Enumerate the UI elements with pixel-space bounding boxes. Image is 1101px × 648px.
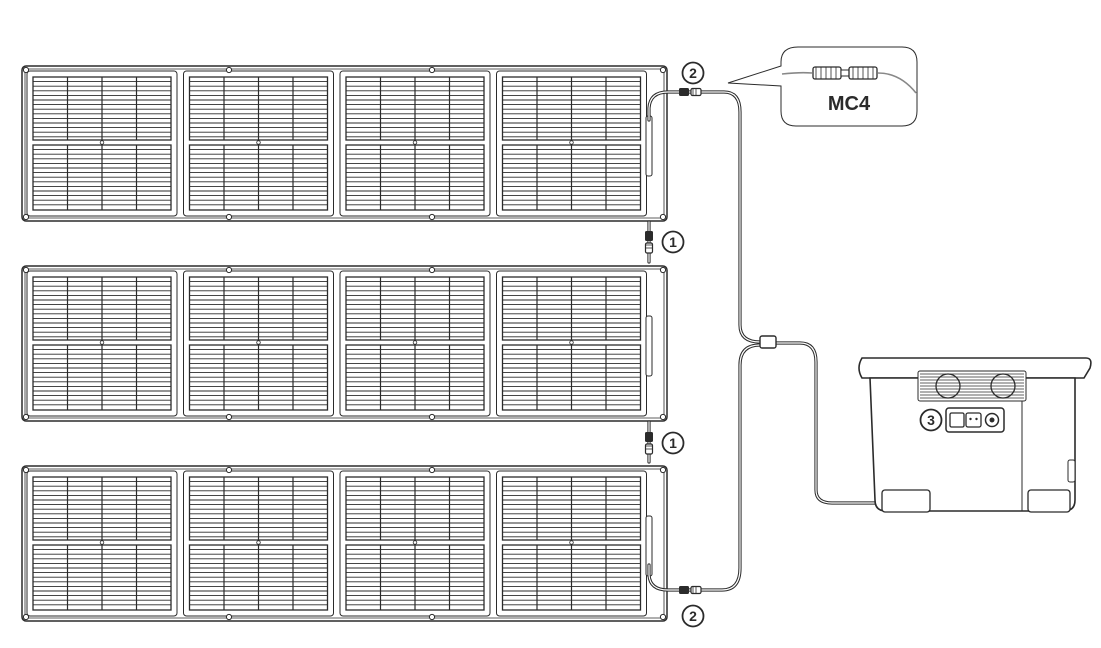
- mc4-zoom-callout: MC4: [727, 46, 918, 127]
- solar-module: [496, 270, 647, 417]
- solar-panel-1: [21, 65, 668, 222]
- callout-number: 3: [927, 412, 935, 428]
- solar-module: [339, 270, 491, 417]
- callout-number: 1: [669, 234, 677, 250]
- ac-input-port-icon: [965, 412, 982, 428]
- callout-parallel: 2: [681, 604, 705, 628]
- vent-grille: [917, 370, 1027, 402]
- callout-series: 1: [661, 230, 685, 254]
- power-station: [858, 357, 1092, 513]
- solar-module: [496, 470, 647, 617]
- callout-series: 1: [661, 431, 685, 455]
- series-connector-1: [644, 231, 654, 254]
- solar-module: [183, 270, 334, 417]
- cable-wiring: [644, 87, 957, 595]
- power-station-body: [858, 357, 1092, 513]
- solar-module: [26, 470, 178, 617]
- solar-module: [496, 70, 647, 217]
- callout-number: 1: [669, 435, 677, 451]
- branch-connector: [759, 335, 777, 349]
- solar-module: [339, 70, 491, 217]
- solar-module: [183, 470, 334, 617]
- solar-panel-2: [21, 265, 668, 422]
- solar-module: [339, 470, 491, 617]
- solar-panel-3: [21, 465, 668, 622]
- input-port-panel: [945, 407, 1005, 433]
- fan-icon: [990, 373, 1016, 399]
- xt60-port-icon: [949, 412, 965, 428]
- callout-parallel: 2: [681, 61, 705, 85]
- solar-module: [26, 70, 178, 217]
- series-connector-2: [644, 432, 654, 455]
- callouts: 1 1 2 2 3 MC4: [661, 46, 943, 628]
- solar-module: [26, 270, 178, 417]
- solar-module: [183, 70, 334, 217]
- mc4-connector-top: [679, 87, 702, 97]
- mc4-connector-enlarged: [812, 66, 878, 80]
- mc4-connector-bottom: [679, 585, 702, 595]
- callout-number: 2: [689, 65, 697, 81]
- mc4-label: MC4: [828, 93, 871, 115]
- callout-station: 3: [919, 408, 943, 432]
- callout-number: 2: [689, 608, 697, 624]
- solar-panels: [21, 65, 668, 622]
- fan-icon: [935, 373, 961, 399]
